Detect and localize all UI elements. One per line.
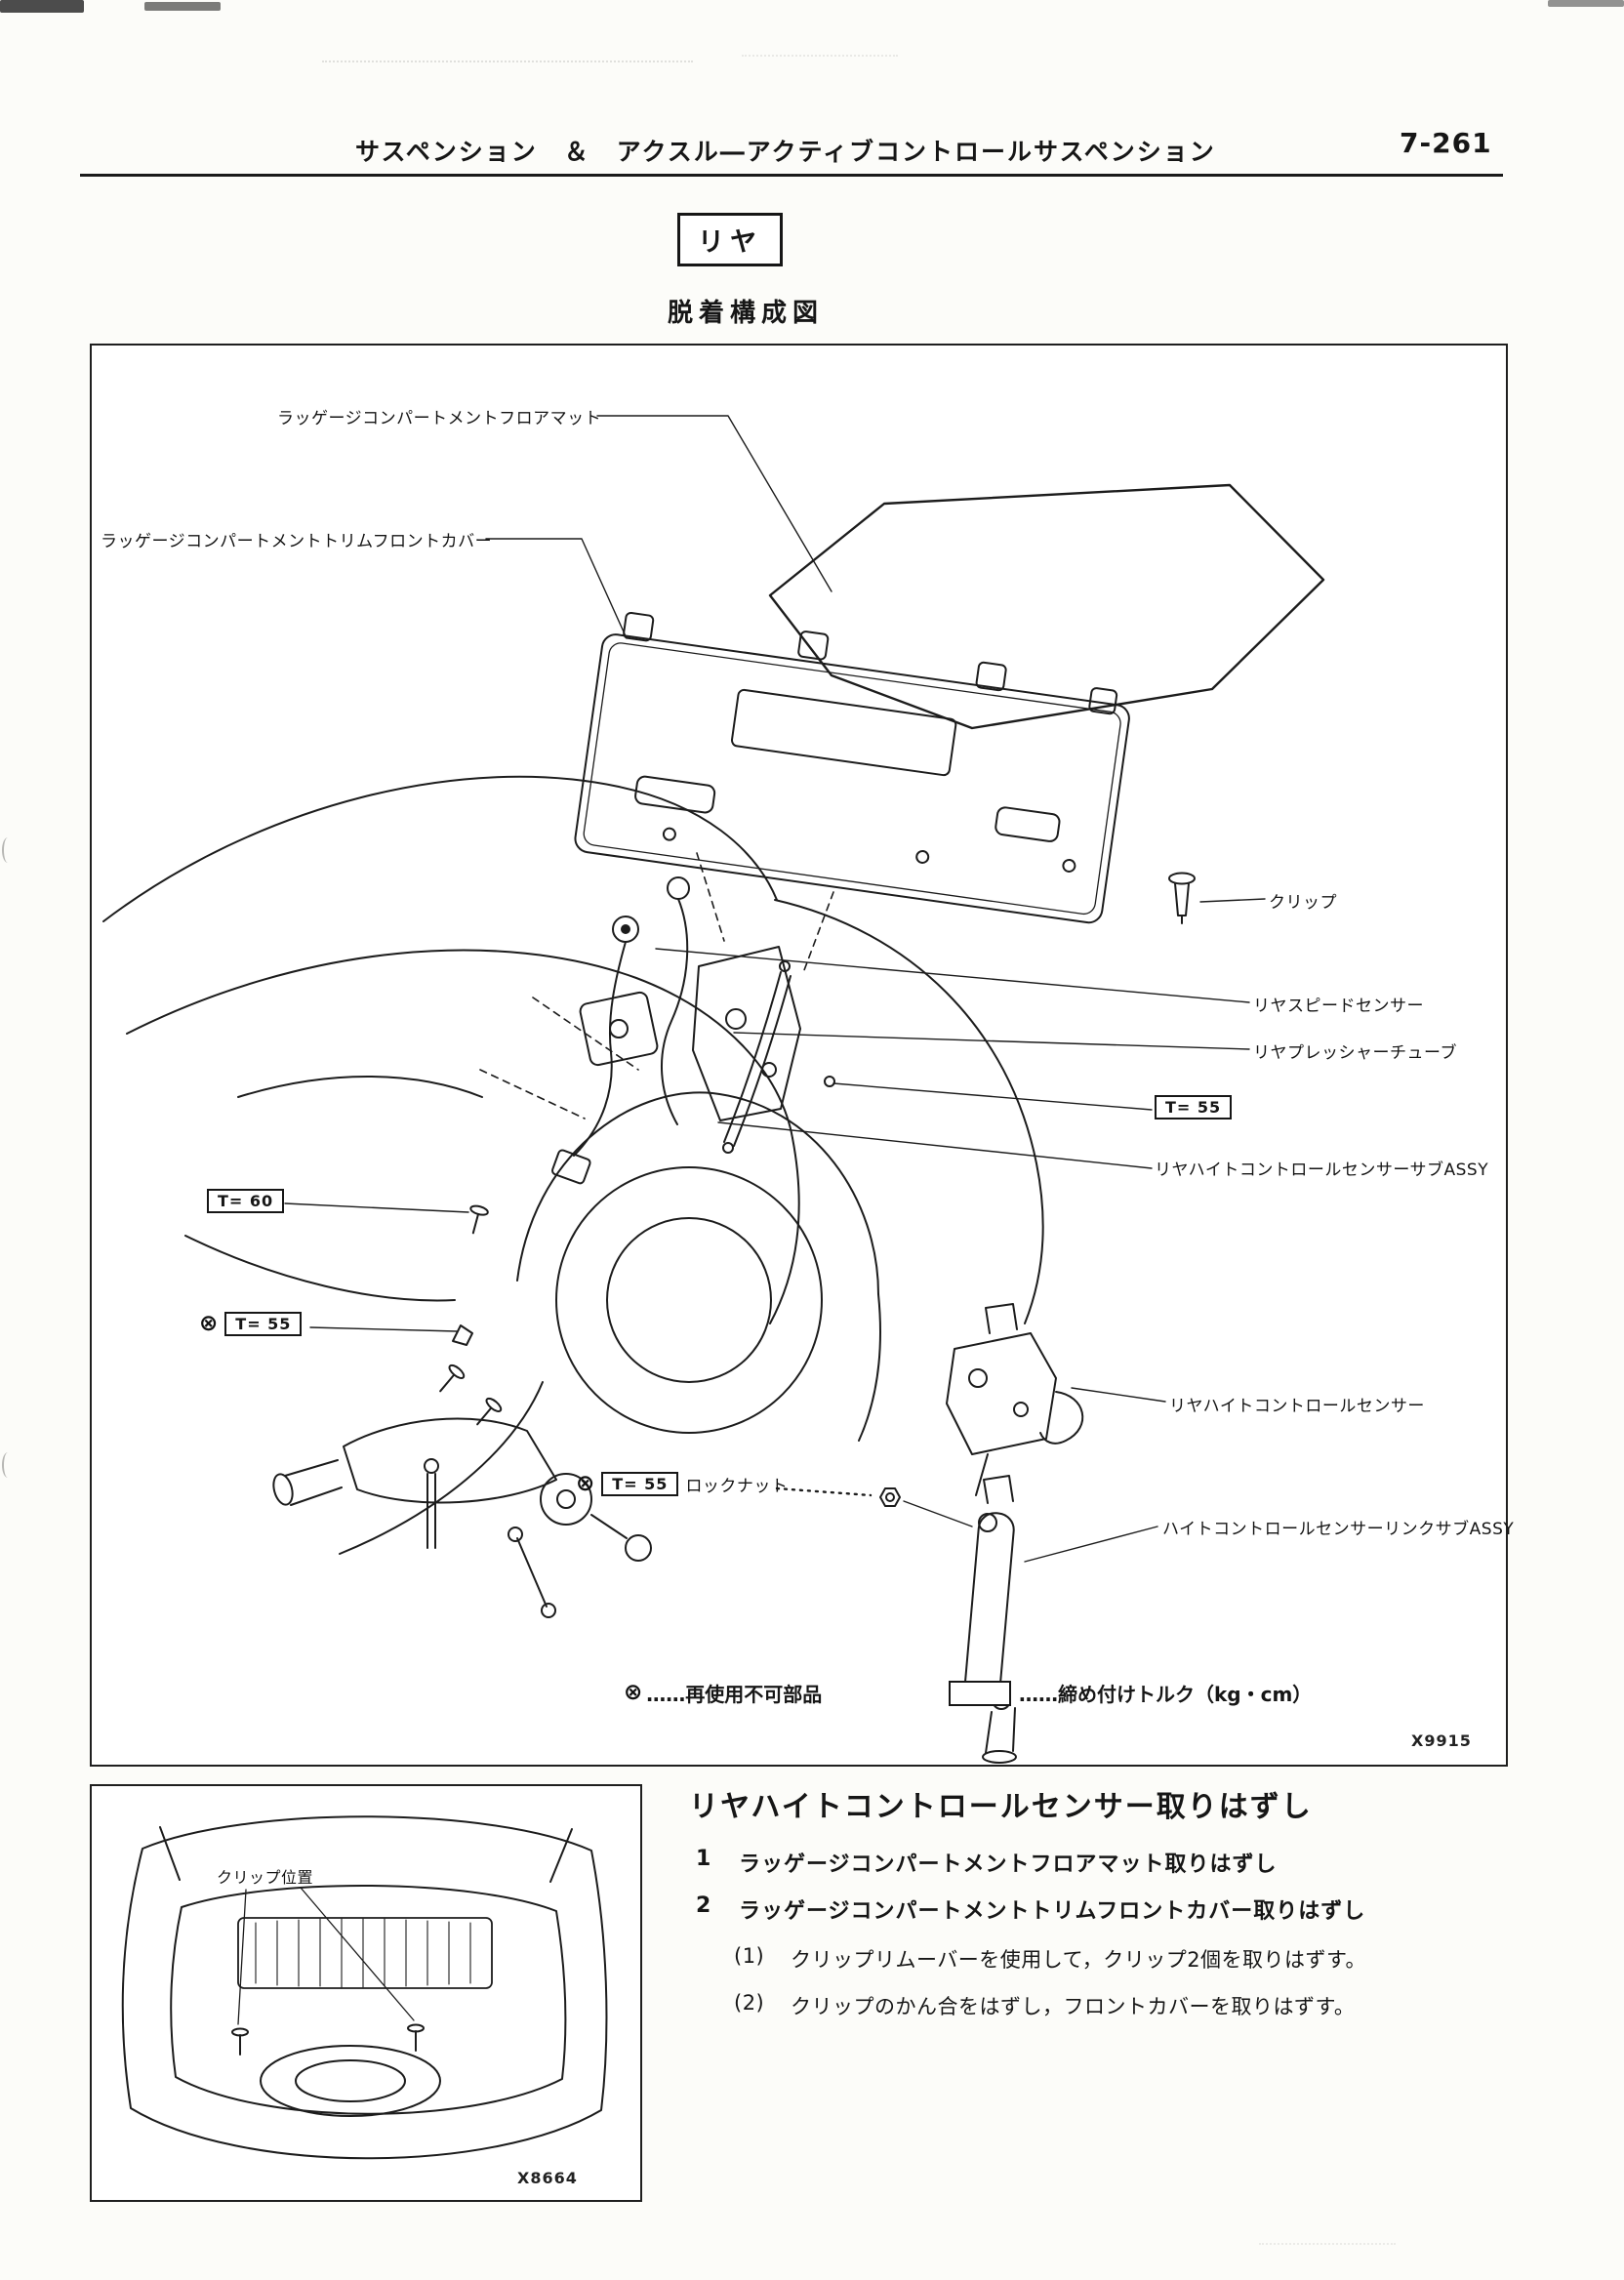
figure-number-inset: X8664 bbox=[517, 2169, 578, 2187]
scan-noise bbox=[2, 1452, 14, 1478]
non-reusable-icon: ⊗ bbox=[199, 1311, 219, 1336]
spare-tire-well bbox=[260, 2045, 441, 2117]
substep-text: クリップリムーバーを使用して，クリップ2個を取りはずす。 bbox=[791, 1948, 1366, 1972]
scan-noise bbox=[1259, 2243, 1396, 2245]
step-text: ラッゲージコンパートメントトリムフロントカバー取りはずし bbox=[739, 1899, 1366, 1924]
non-reusable-icon: ⊗ bbox=[624, 1680, 643, 1705]
section-title: 脱着構成図 bbox=[668, 299, 825, 328]
speed-sensor-drawing bbox=[550, 876, 690, 1185]
clip-drawing bbox=[1168, 872, 1196, 924]
scan-noise bbox=[742, 55, 898, 57]
torque-box-symbol bbox=[949, 1680, 1011, 1706]
procedure-substep-2: (2) クリップのかん合をはずし，フロントカバーを取りはずす。 bbox=[734, 1991, 1355, 2020]
torque-value: T= 55 bbox=[224, 1312, 303, 1336]
figure-number-main: X9915 bbox=[1411, 1731, 1472, 1750]
label-height-sensor: リヤハイトコントロールセンサー bbox=[1169, 1397, 1425, 1416]
clip-markers bbox=[231, 2023, 425, 2056]
step-number: 1 bbox=[696, 1847, 712, 1871]
lock-nut-callout: ⊗ T= 55 ロックナット bbox=[576, 1472, 788, 1496]
label-floor-mat: ラッゲージコンパートメントフロアマット bbox=[277, 409, 602, 428]
substep-number: (1) bbox=[734, 1944, 765, 1968]
torque-spec-60: T= 60 bbox=[207, 1189, 285, 1213]
trunk-outline bbox=[121, 1815, 608, 2160]
scan-noise bbox=[1548, 0, 1624, 7]
legend-non-reusable-text: ……再使用不可部品 bbox=[646, 1683, 823, 1706]
page-header-title: サスペンション ＆ アクスル―アクティブコントロールサスペンション bbox=[355, 138, 1216, 166]
label-rear-pressure-tube: リヤプレッシャーチューブ bbox=[1253, 1043, 1457, 1063]
exploded-diagram-panel: ラッゲージコンパートメントフロアマット ラッゲージコンパートメントトリムフロント… bbox=[90, 344, 1514, 1767]
lock-nut-drawing bbox=[879, 1487, 901, 1507]
scan-noise bbox=[2, 837, 14, 863]
label-height-sensor-sub-assy: リヤハイトコントロールセンサーサブASSY bbox=[1155, 1160, 1489, 1180]
scan-noise bbox=[144, 2, 221, 11]
torque-spec-55-left: ⊗ T= 55 bbox=[199, 1311, 303, 1336]
substep-text: クリップのかん合をはずし，フロントカバーを取りはずす。 bbox=[791, 1995, 1356, 2018]
label-lock-nut: ロックナット bbox=[685, 1477, 789, 1496]
inset-diagram-art bbox=[121, 1815, 608, 2160]
page-number: 7-261 bbox=[1400, 127, 1492, 159]
torque-spec-55-upper: T= 55 bbox=[1155, 1095, 1233, 1120]
section-tag-rear: リヤ bbox=[677, 213, 783, 266]
suspension-arm-drawing bbox=[272, 1204, 652, 1618]
floor-mat-drawing bbox=[768, 483, 1325, 730]
height-sensor-drawing bbox=[946, 1303, 1084, 1496]
sensor-sub-assy-drawing bbox=[479, 852, 835, 1121]
step-number: 2 bbox=[696, 1893, 712, 1918]
label-clip-position: クリップ位置 bbox=[217, 1868, 314, 1887]
substep-number: (2) bbox=[734, 1991, 765, 2015]
car-body-outline bbox=[102, 775, 1044, 1555]
clip-leader-lines bbox=[237, 1887, 415, 2025]
procedure-substep-1: (1) クリップリムーバーを使用して，クリップ2個を取りはずす。 bbox=[734, 1944, 1366, 1974]
label-trim-front-cover: ラッゲージコンパートメントトリムフロントカバー bbox=[101, 532, 493, 551]
label-sensor-link-sub-assy: ハイトコントロールセンサーリンクサブASSY bbox=[1162, 1520, 1515, 1539]
legend-torque-text: ……締め付けトルク（kg・cm） bbox=[1019, 1683, 1313, 1706]
torque-value: T= 55 bbox=[601, 1472, 679, 1496]
trim-front-cover-drawing bbox=[574, 611, 1130, 924]
step-text: ラッゲージコンパートメントフロアマット取りはずし bbox=[739, 1852, 1278, 1877]
exploded-diagram-art bbox=[102, 415, 1325, 1764]
legend-non-reusable: ⊗ ……再使用不可部品 bbox=[624, 1679, 822, 1707]
scan-noise bbox=[0, 0, 84, 13]
leader-lines bbox=[284, 415, 1266, 1563]
trim-panel-hatch bbox=[237, 1917, 493, 1989]
label-clip: クリップ bbox=[1269, 893, 1337, 913]
non-reusable-icon: ⊗ bbox=[576, 1471, 595, 1496]
header-rule bbox=[80, 174, 1503, 177]
inset-diagram-panel: クリップ位置 X8664 bbox=[90, 1784, 642, 2202]
procedure-step-1: 1 ラッゲージコンパートメントフロアマット取りはずし bbox=[696, 1847, 1278, 1878]
scan-noise bbox=[322, 61, 693, 62]
label-rear-speed-sensor: リヤスピードセンサー bbox=[1253, 997, 1424, 1016]
legend-torque: ……締め付けトルク（kg・cm） bbox=[949, 1679, 1312, 1707]
procedure-step-2: 2 ラッゲージコンパートメントトリムフロントカバー取りはずし bbox=[696, 1893, 1365, 1925]
sensor-link-drawing bbox=[963, 1475, 1017, 1764]
procedure-heading: リヤハイトコントロールセンサー取りはずし bbox=[689, 1790, 1313, 1824]
